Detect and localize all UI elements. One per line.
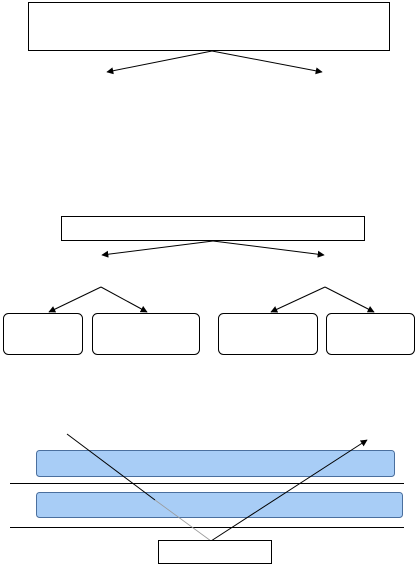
leaf-box-4	[326, 313, 415, 355]
right-branch-arrow-2	[324, 286, 375, 313]
reflected-ray	[210, 439, 368, 542]
leaf-box-2	[92, 313, 200, 355]
incident-ray-faint	[154, 499, 212, 542]
middle-box-arrow-left	[101, 240, 214, 258]
right-branch-arrow-1	[270, 286, 326, 313]
top-box	[28, 2, 390, 51]
incident-ray-upper	[66, 433, 156, 501]
top-box-arrow-right	[211, 50, 323, 75]
band-lower	[36, 492, 403, 518]
leaf-box-1	[3, 313, 83, 355]
left-branch-arrow-1	[48, 286, 102, 313]
middle-box	[61, 216, 365, 241]
bottom-box	[158, 540, 272, 564]
left-branch-arrow-2	[100, 286, 148, 313]
middle-box-arrow-right	[212, 240, 325, 258]
band-upper	[36, 450, 395, 477]
top-box-arrow-left	[106, 50, 213, 75]
leaf-box-3	[218, 313, 318, 355]
